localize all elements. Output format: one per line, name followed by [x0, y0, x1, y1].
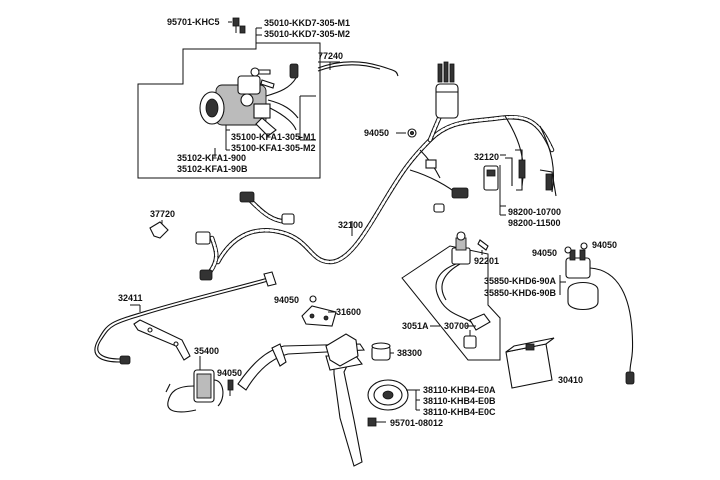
ignition-switch-group [137, 17, 321, 179]
label-30410: 30410 [558, 375, 583, 385]
label-38110-c: 38110-KHB4-E0C [423, 407, 496, 417]
label-98200-11500: 98200-11500 [508, 218, 561, 228]
bolt-icon [396, 128, 417, 138]
label-35400: 35400 [194, 346, 219, 356]
starter-relay [559, 249, 635, 385]
label-95701-08012: 95701-08012 [390, 418, 443, 428]
label-38110-b: 38110-KHB4-E0B [423, 396, 496, 406]
label-30700: 30700 [444, 321, 469, 331]
ignition-switch-body [199, 75, 277, 137]
label-35100-m2: 35100-KFA1-305-M2 [231, 143, 316, 153]
label-35100-m1: 35100-KFA1-305-M1 [231, 132, 316, 142]
horn [367, 379, 420, 411]
label-35010-m2: 35010-KKD7-305-M2 [264, 29, 350, 39]
horn-relay [371, 342, 394, 361]
label-35010-m1: 35010-KKD7-305-M1 [264, 18, 350, 28]
label-35850-b: 35850-KHD6-90B [484, 288, 557, 298]
screw-icon [232, 17, 246, 34]
main-harness [195, 61, 555, 281]
label-3051a: 3051A [402, 321, 429, 331]
bracket-37720 [149, 220, 169, 239]
cdi-unit [505, 337, 555, 389]
key-icon [250, 67, 275, 89]
bolt-icon [564, 242, 588, 254]
cable-77240 [317, 61, 399, 77]
connector-icon [239, 191, 255, 203]
label-35850-a: 35850-KHD6-90A [484, 276, 557, 286]
ignition-unit [165, 356, 224, 413]
label-35102-90b: 35102-KFA1-90B [177, 164, 248, 174]
label-94050-relay-left: 94050 [532, 248, 557, 258]
label-37720: 37720 [150, 209, 175, 219]
label-95701-khc5: 95701-KHC5 [167, 17, 220, 27]
bolt-icon [367, 417, 386, 427]
label-38300: 38300 [397, 348, 422, 358]
harness-32411 [94, 271, 277, 365]
label-35102-900: 35102-KFA1-900 [177, 153, 246, 163]
label-32120: 32120 [474, 152, 499, 162]
label-94050-top: 94050 [364, 128, 389, 138]
bracket-31600 [301, 295, 337, 327]
relay-icon [435, 61, 459, 119]
label-98200-10700: 98200-10700 [508, 207, 561, 217]
label-32100: 32100 [338, 220, 363, 230]
label-32411: 32411 [118, 293, 143, 303]
ignition-coil-group [401, 231, 501, 361]
label-94050-relay-right: 94050 [592, 240, 617, 250]
bracket-35400 [133, 319, 191, 361]
screw-icon [477, 239, 489, 255]
label-31600: 31600 [336, 307, 361, 317]
label-94050-mid: 94050 [274, 295, 299, 305]
bolt-icon [227, 379, 234, 396]
sub-harness-32120 [483, 149, 557, 216]
label-94050-bottom: 94050 [217, 368, 242, 378]
label-38110-a: 38110-KHB4-E0A [423, 385, 496, 395]
label-77240: 77240 [318, 51, 343, 61]
frame-stand [237, 333, 365, 467]
label-92201: 92201 [474, 256, 499, 266]
